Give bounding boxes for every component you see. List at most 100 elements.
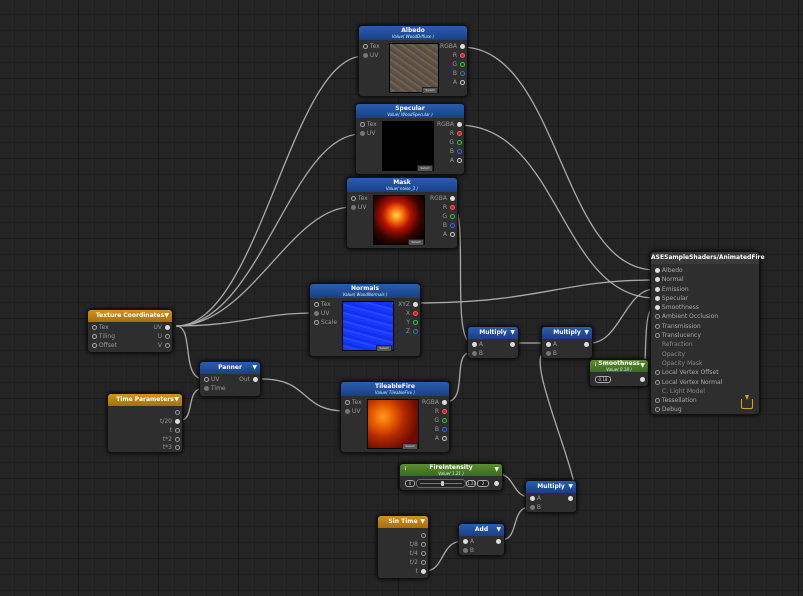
port-specular-pin[interactable] xyxy=(655,295,660,301)
port-local-vertex-normal[interactable]: Local Vertex Normal xyxy=(655,378,722,387)
specular-g-pin[interactable] xyxy=(457,140,462,145)
normals-x-pin[interactable] xyxy=(413,311,418,316)
add-b-pin[interactable] xyxy=(463,548,468,553)
port-tessellation-pin[interactable] xyxy=(655,398,660,404)
multiply-1-header[interactable]: Multiply▼ xyxy=(468,327,518,339)
multiply-2-a-pin[interactable] xyxy=(546,342,551,347)
mask-uv-pin[interactable] xyxy=(351,205,356,210)
multiply-2-header[interactable]: Multiply▼ xyxy=(542,327,592,339)
albedo-uv-pin[interactable] xyxy=(363,53,368,58)
port-translucency[interactable]: Translucency xyxy=(655,331,722,340)
fire-rgba-pin[interactable] xyxy=(442,400,447,405)
fire-intensity-max-field[interactable]: 1.21 xyxy=(466,480,476,487)
port-smoothness-pin[interactable] xyxy=(655,305,660,311)
fire-g-pin[interactable] xyxy=(442,418,447,423)
add-node[interactable]: Add▼ A B xyxy=(458,523,505,556)
sin-t4-pin[interactable] xyxy=(421,551,426,556)
albedo-b-pin[interactable] xyxy=(460,71,465,76)
chevron-down-icon[interactable]: ▼ xyxy=(252,364,257,371)
save-icon[interactable] xyxy=(741,395,753,409)
time-parameters-node[interactable]: Time Parameters▼ t/20 t t*2 t*3 xyxy=(107,393,183,453)
panner-header[interactable]: Panner▼ xyxy=(200,362,260,374)
mask-select-button[interactable]: Select xyxy=(408,239,424,246)
add-out-pin[interactable] xyxy=(496,539,501,544)
chevron-down-icon[interactable]: ▼ xyxy=(494,466,499,473)
port-transmission-pin[interactable] xyxy=(655,323,660,329)
multiply-1-a-pin[interactable] xyxy=(472,342,477,347)
multiply-2-b-pin[interactable] xyxy=(546,351,551,356)
port-normal-pin[interactable] xyxy=(655,277,660,283)
sin-time-header[interactable]: Sin Time▼ xyxy=(378,516,428,528)
fire-intensity-value-field[interactable]: 2 xyxy=(477,480,489,487)
port-albedo[interactable]: Albedo xyxy=(655,266,722,275)
mask-g-pin[interactable] xyxy=(450,214,455,219)
port-ambient-occlusion[interactable]: Ambient Occlusion xyxy=(655,312,722,321)
multiply-3-b-pin[interactable] xyxy=(530,505,535,510)
specular-rgba-pin[interactable] xyxy=(457,122,462,127)
port-local-vertex-offset[interactable]: Local Vertex Offset xyxy=(655,368,722,377)
texcoords-u-pin[interactable] xyxy=(165,334,170,339)
texture-coordinates-header[interactable]: Texture Coordinates▼ xyxy=(88,310,172,322)
mask-r-pin[interactable] xyxy=(450,205,455,210)
port-emission[interactable]: Emission xyxy=(655,285,722,294)
albedo-tex-pin[interactable] xyxy=(363,44,368,49)
multiply-3-a-pin[interactable] xyxy=(530,496,535,501)
fire-intensity-out-pin[interactable] xyxy=(494,481,499,486)
time-t3-pin[interactable] xyxy=(175,445,180,450)
smoothness-node[interactable]: ⋮ Smoothness Value( 0.18 ) ▼ 0.18 xyxy=(589,359,649,387)
fire-intensity-min-field[interactable]: 0 xyxy=(405,480,415,487)
port-emission-pin[interactable] xyxy=(655,286,660,292)
specular-tex-pin[interactable] xyxy=(360,122,365,127)
port-local-vertex-offset-pin[interactable] xyxy=(655,370,660,376)
normals-uv-pin[interactable] xyxy=(314,311,319,316)
chevron-down-icon[interactable]: ▼ xyxy=(420,518,425,525)
sin-time-out-pin[interactable] xyxy=(421,533,426,538)
texcoords-v-pin[interactable] xyxy=(165,343,170,348)
fire-intensity-slider[interactable] xyxy=(416,479,466,488)
chevron-down-icon[interactable]: ▼ xyxy=(584,329,589,336)
mask-tex-pin[interactable] xyxy=(351,196,356,201)
port-transmission[interactable]: Transmission xyxy=(655,322,722,331)
chevron-down-icon[interactable]: ▼ xyxy=(640,362,645,369)
multiply-node-2[interactable]: Multiply▼ A B xyxy=(541,326,593,359)
time-params-out-pin[interactable] xyxy=(175,410,180,415)
normals-xyz-pin[interactable] xyxy=(413,302,418,307)
texcoords-offset-pin[interactable] xyxy=(92,343,97,348)
sin-t-pin[interactable] xyxy=(421,569,426,574)
port-ambient-occlusion-pin[interactable] xyxy=(655,314,660,320)
normals-scale-pin[interactable] xyxy=(314,320,319,325)
fire-intensity-slider-handle[interactable] xyxy=(441,481,444,486)
sin-t2-pin[interactable] xyxy=(421,560,426,565)
fire-a-pin[interactable] xyxy=(442,436,447,441)
port-local-vertex-normal-pin[interactable] xyxy=(655,379,660,385)
mask-b-pin[interactable] xyxy=(450,223,455,228)
albedo-select-button[interactable]: Select xyxy=(422,87,438,94)
albedo-a-pin[interactable] xyxy=(460,80,465,85)
multiply-1-b-pin[interactable] xyxy=(472,351,477,356)
mask-a-pin[interactable] xyxy=(450,232,455,237)
multiply-3-header[interactable]: Multiply▼ xyxy=(526,481,576,493)
multiply-node-3[interactable]: Multiply▼ A B xyxy=(525,480,577,513)
port-smoothness[interactable]: Smoothness xyxy=(655,303,722,312)
time-parameters-header[interactable]: Time Parameters▼ xyxy=(108,394,182,406)
chevron-down-icon[interactable]: ▼ xyxy=(164,312,169,319)
specular-select-button[interactable]: Select xyxy=(417,165,433,172)
fire-r-pin[interactable] xyxy=(442,409,447,414)
port-debug[interactable]: Debug xyxy=(655,405,722,414)
tileable-fire-texture-preview[interactable] xyxy=(367,399,419,449)
fire-intensity-node[interactable]: ⋮ FireIntensity Value( 1.21 ) ▼ 0 1.21 2 xyxy=(399,463,503,491)
time-t-pin[interactable] xyxy=(175,428,180,433)
panner-node[interactable]: Panner▼ UV Time Out xyxy=(199,361,261,397)
port-albedo-pin[interactable] xyxy=(655,268,660,273)
multiply-1-out-pin[interactable] xyxy=(510,342,515,347)
albedo-texture-preview[interactable] xyxy=(389,43,439,93)
port-tessellation[interactable]: Tessellation xyxy=(655,396,722,405)
